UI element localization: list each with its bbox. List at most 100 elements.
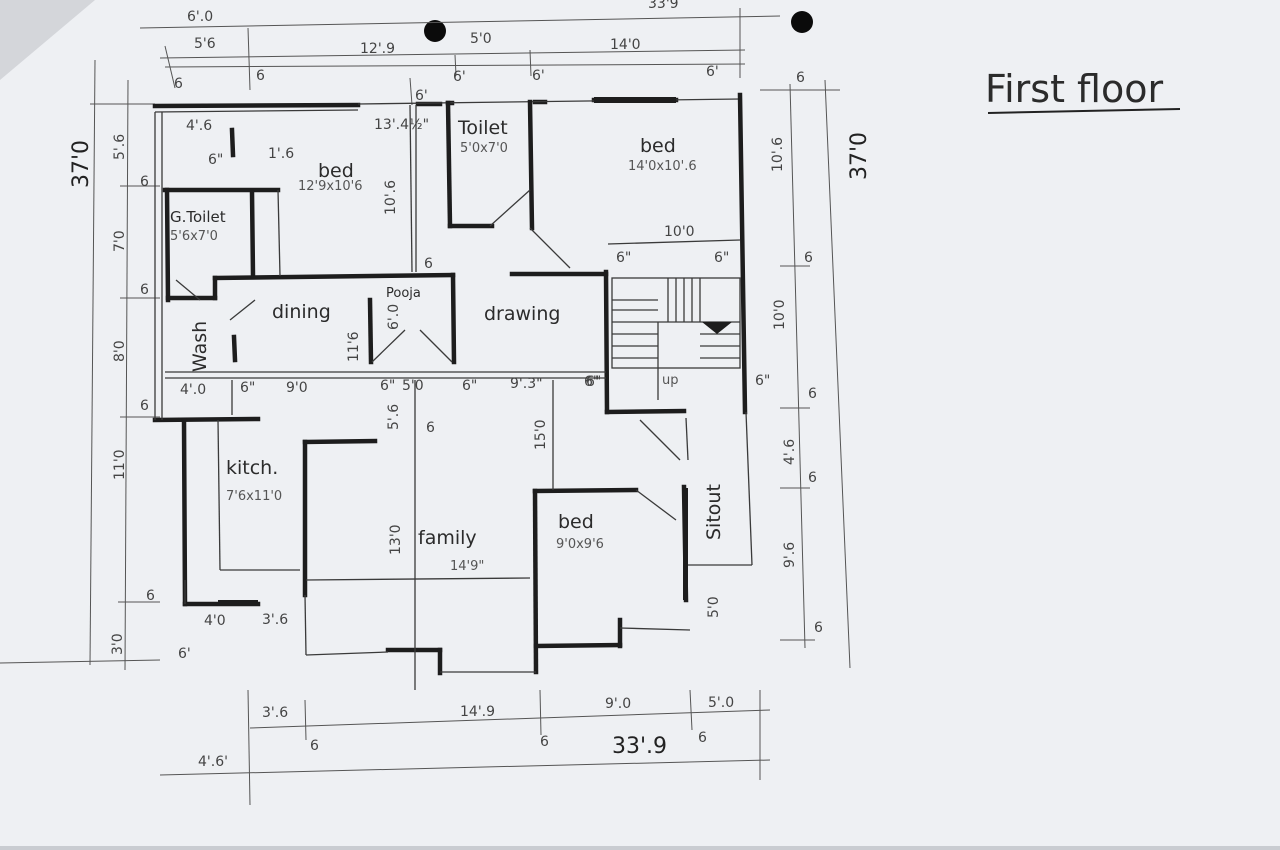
stair-up-label: up [662,373,679,388]
dim-v-15-0: 15'0 [533,419,549,450]
dim-top-12-9: 12'.9 [360,41,395,57]
dim-inner-4-6: 4'.6 [186,118,212,134]
dim-top-5-6: 5'6 [194,36,216,52]
dim-left-5-6: 5'.6 [112,134,128,160]
dim-v-6b: 6 [424,256,433,272]
dim-left-6d: 6 [146,588,155,604]
thin-lines [154,104,753,690]
dim-right-5-0: 5'0 [706,596,722,618]
room-bed-s-size: 9'0x9'6 [556,537,604,552]
dim-mid-6a: 6" [240,380,255,396]
dim-inner-6: 6" [208,152,223,168]
room-g-toilet-size: 5'6x7'0 [170,229,218,244]
top-dimension-texts: 6'.0 5'6 12'.9 5'0 14'0 6' 6 6 6' 6' 6' … [174,0,719,104]
room-g-toilet: G.Toilet [170,208,226,226]
dim-inner-6a: 6" [616,250,631,266]
dim-v-6-0: 6'.0 [386,304,402,330]
dim-right-6d: 6 [808,386,817,402]
dim-right-6c: 6" [755,373,770,389]
room-kitchen: kitch. [226,457,278,479]
staircase [611,277,741,400]
dim-bottom-14-9: 14'.9 [460,704,495,720]
dim-top-6f: 6' [415,88,428,104]
dim-right-6e: 6 [808,470,817,486]
punch-hole [791,11,813,33]
dim-right-9-6: 9'.6 [782,542,798,568]
dim-mid-9-0: 9'0 [286,380,308,396]
room-pooja: Pooja [386,286,421,301]
room-labels: bed 12'9x10'6 bed 14'0x10'.6 Toilet 5'0x… [170,117,725,574]
room-toilet: Toilet [457,117,508,139]
dim-top-6-0: 6'.0 [187,9,213,25]
dim-mid-6b: 6" [380,378,395,394]
right-dimension-lines [760,79,851,669]
dim-top-14-0: 14'0 [610,37,641,53]
dim-bottom-6a: 6 [310,738,319,754]
overall-depth-right: 37'0 [847,132,872,180]
overall-width: 33'.9 [612,734,667,759]
dim-v-13-0: 13'0 [388,524,404,555]
dim-left-6a: 6 [140,174,149,190]
left-dimension-lines [0,59,161,671]
dim-kitchen-6: 6' [178,646,191,662]
dim-v-5-6: 5'.6 [386,404,402,430]
dim-right-4-6: 4'.6 [782,439,798,465]
room-wash: Wash [189,321,211,372]
room-bed-ne: bed [640,135,676,157]
room-dining: dining [272,301,331,323]
dim-left-6b: 6 [140,282,149,298]
dim-top-overall: 33'9 [648,0,679,12]
title-underline [987,108,1181,114]
dim-inner-6b: 6" [714,250,729,266]
left-dimension-texts: 5'.6 6 7'0 6 8'0 6 11'0 6 3'0 [110,134,155,655]
dim-top-6c: 6 [256,68,265,84]
dim-left-11-0: 11'0 [112,449,128,480]
windows [218,97,688,606]
dim-mid-4-0: 4'.0 [180,382,206,398]
dim-top-6d: 6' [453,69,466,85]
dim-mid-6c: 6" [462,378,477,394]
dim-top-6e: 6' [532,68,545,84]
dim-right-6b: 6 [804,250,813,266]
inner-dimension-texts: 4'.6 13'.4½" 1'.6 6" 10'0 6" 6" 4'.0 6" … [178,117,729,662]
overall-depth-left: 37'0 [69,140,94,188]
dim-left-3-0: 3'0 [110,633,126,655]
dim-v-6a: 6 [426,420,435,436]
dim-top-6a: 6' [706,64,719,80]
dim-right-6a: 6 [796,70,805,86]
bottom-dimension-texts: 3'.6 14'.9 9'.0 5'.0 6 6 6 4'.6' 33'.9 [198,695,734,770]
dim-mid-6d: 6" [586,374,601,390]
right-dimension-texts: 6 10'.6 6 10'0 6" 6 4'.6 6 9'.6 6 5'0 6" [584,70,823,636]
dim-bottom-6c: 6 [698,730,707,746]
room-toilet-size: 5'0x7'0 [460,141,508,156]
dim-bottom-3-6: 3'.6 [262,705,288,721]
bottom-dimension-lines [159,689,771,806]
dim-bottom-5-0: 5'.0 [708,695,734,711]
punch-hole [424,20,446,42]
dim-bottom-4-6: 4'.6' [198,754,228,770]
dim-v-10-6: 10'.6 [383,180,399,215]
room-bed-s: bed [558,511,594,533]
dim-kitchen-4-0: 4'0 [204,613,226,629]
dim-top-6b: 6 [174,76,183,92]
dim-inner-10-0: 10'0 [664,224,695,240]
dim-top-5-0: 5'0 [470,31,492,47]
dim-kitchen-3-6: 3'.6 [262,612,288,628]
room-family-size: 14'9" [450,559,484,574]
dim-mid-9-3: 9'.3" [510,376,543,392]
dim-right-10-6: 10'.6 [770,137,786,172]
room-bed-nw-size: 12'9x10'6 [298,179,362,194]
room-family: family [418,527,477,549]
dim-left-6c: 6 [140,398,149,414]
dim-bottom-9-0: 9'.0 [605,696,631,712]
room-bed-nw: bed [318,160,354,182]
dim-bottom-6b: 6 [540,734,549,750]
room-drawing: drawing [484,303,560,325]
dim-v-11-6: 11'6 [346,331,362,362]
dim-inner-13-4: 13'.4½" [374,117,429,133]
room-bed-ne-size: 14'0x10'.6 [628,159,697,174]
dim-left-8-0: 8'0 [112,340,128,362]
